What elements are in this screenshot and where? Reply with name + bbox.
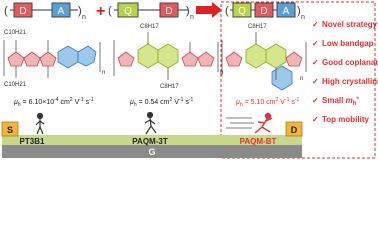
check-icon: ✓ — [312, 96, 319, 105]
svg-text:(: ( — [108, 5, 112, 17]
svg-text:A: A — [283, 6, 290, 17]
d-block — [159, 2, 179, 18]
drain-label: D — [291, 125, 298, 135]
check-icon: ✓ — [312, 115, 319, 124]
feature-item: Low bandgap — [322, 39, 374, 48]
walker-pt3b1-icon — [35, 112, 45, 135]
block-group-3: ( Q D A ) n — [225, 2, 305, 21]
svg-text:C8H17: C8H17 — [160, 84, 179, 90]
svg-text:(: ( — [4, 5, 8, 17]
drain-electrode — [285, 121, 303, 137]
mobility-paqm3t: μh = 0.54 cm2 V-1 s-1 — [129, 97, 193, 108]
feature-item: Good coplanarity — [322, 58, 378, 67]
alkyl-chain-label: C10H21 — [4, 82, 27, 88]
block-group-1: ( D A ) n — [4, 2, 86, 21]
a-block — [51, 2, 71, 18]
molecule-paqm3t — [113, 32, 219, 80]
d-block-label: D — [19, 6, 26, 17]
feature-item: Top mobility — [322, 115, 370, 124]
figure-root: ( D A ) n + ( Q D ) n ( Q D A ) n ✓ — [1, 1, 378, 159]
mobility-pt3b1: μh = 6.10×10-4 cm2 V-1 s-1 — [13, 97, 94, 108]
source-label: S — [7, 125, 13, 135]
q-block — [232, 2, 252, 18]
d-block — [13, 2, 33, 18]
check-icon: ✓ — [312, 77, 319, 86]
feature-item: High crystallinity — [322, 77, 378, 86]
feature-list: ✓ Novel strategy ✓ Low bandgap ✓ Good co… — [312, 20, 378, 124]
svg-text:): ) — [78, 5, 82, 17]
alkyl-chain-label: C10H21 — [4, 30, 27, 36]
svg-text:C8H17: C8H17 — [248, 24, 267, 30]
svg-text:): ) — [186, 5, 190, 17]
svg-text:D: D — [260, 6, 267, 17]
molecule-pt3b1 — [3, 40, 101, 78]
svg-text:(: ( — [225, 5, 229, 17]
channel-layer — [2, 135, 302, 145]
svg-text:n: n — [300, 76, 303, 82]
polymer-label-pt3b1: PT3B1 — [20, 137, 45, 146]
gate-label: G — [148, 147, 155, 157]
arrow-right-icon — [196, 2, 222, 18]
polymer-label-paqmbt: PAQM-BT — [240, 137, 277, 146]
svg-text:n: n — [190, 14, 194, 21]
feature-item: Novel strategy — [322, 20, 378, 29]
svg-text:n: n — [102, 70, 105, 76]
check-icon: ✓ — [312, 20, 319, 29]
diagram-canvas: ( D A ) n + ( Q D ) n ( Q D A ) n ✓ — [1, 1, 378, 159]
q-block-label: Q — [124, 6, 132, 17]
gate-layer — [2, 145, 302, 158]
block-group-2: ( Q D ) n — [108, 2, 194, 21]
q-block — [117, 2, 139, 18]
feature-item: Small mh* — [322, 96, 359, 107]
speed-lines — [226, 117, 254, 129]
svg-text:): ) — [297, 5, 301, 17]
check-icon: ✓ — [312, 58, 319, 67]
d-block — [254, 2, 274, 18]
polymer-label-paqm3t: PAQM-3T — [132, 137, 168, 146]
subscript-n: n — [82, 14, 86, 21]
d-block-label: D — [165, 6, 172, 17]
check-icon: ✓ — [312, 39, 319, 48]
mobility-paqmbt: μh = 5.10 cm2 V-1 s-1 — [235, 97, 299, 108]
svg-text:C8H17: C8H17 — [140, 24, 159, 30]
walker-paqm3t-icon — [144, 111, 157, 135]
plus-sign: + — [96, 3, 105, 20]
runner-paqmbt-icon — [254, 112, 273, 134]
svg-text:Q: Q — [238, 6, 246, 17]
a-block-label: A — [58, 6, 65, 17]
molecule-paqmbt — [221, 32, 307, 91]
source-electrode — [1, 121, 19, 137]
a-block — [276, 2, 296, 18]
svg-text:n: n — [301, 14, 305, 21]
